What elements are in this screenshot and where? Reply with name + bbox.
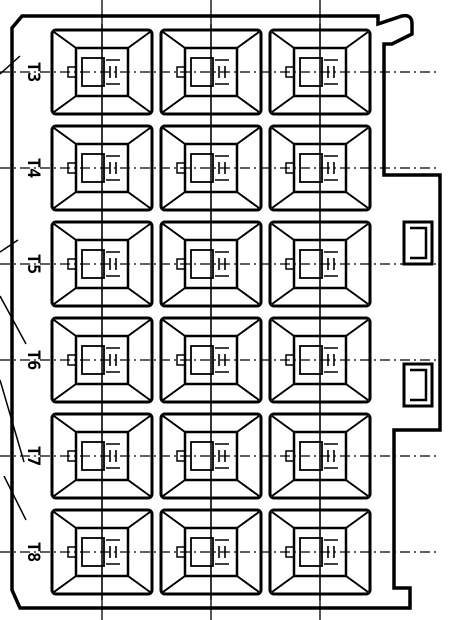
row-label: T6 [23, 350, 43, 370]
row-label: T7 [23, 446, 43, 466]
row-label: T3 [23, 62, 43, 82]
housing-outline [10, 13, 442, 610]
leader-lines [0, 55, 27, 521]
latch-lower [402, 362, 434, 408]
row-label: T5 [23, 254, 43, 274]
row-label: T4 [23, 158, 43, 178]
row-label: T8 [23, 542, 43, 562]
latch-upper [402, 220, 434, 266]
